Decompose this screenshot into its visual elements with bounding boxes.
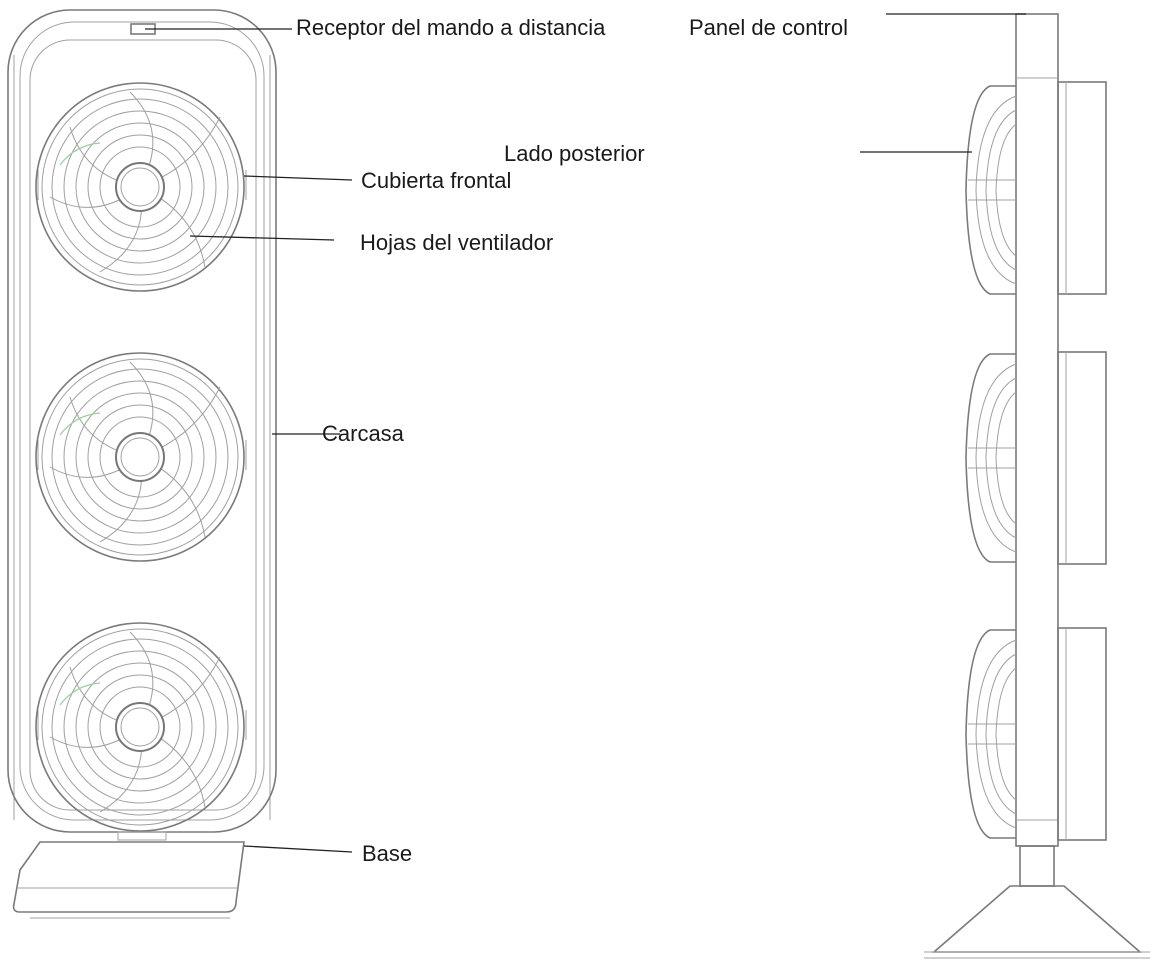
label-remote-receiver: Receptor del mando a distancia <box>296 15 606 40</box>
label-housing: Carcasa <box>322 421 404 446</box>
side-fan-3 <box>965 629 1017 839</box>
front-base <box>12 841 245 913</box>
label-control-panel: Panel de control <box>689 15 848 40</box>
side-fan-2 <box>965 353 1017 563</box>
label-base: Base <box>362 841 413 866</box>
front-fan-2 <box>35 352 245 562</box>
side-fan-1 <box>965 85 1017 295</box>
side-view <box>924 13 1150 959</box>
front-fan-1 <box>35 82 245 292</box>
front-view <box>7 9 277 919</box>
label-fan-blades: Hojas del ventilador <box>360 230 554 255</box>
side-base <box>931 885 1143 953</box>
label-front-cover: Cubierta frontal <box>361 168 512 193</box>
side-column <box>1015 13 1059 847</box>
label-rear-side: Lado posterior <box>504 141 645 166</box>
leader-lines <box>145 13 1026 853</box>
front-fan-3 <box>35 622 245 832</box>
